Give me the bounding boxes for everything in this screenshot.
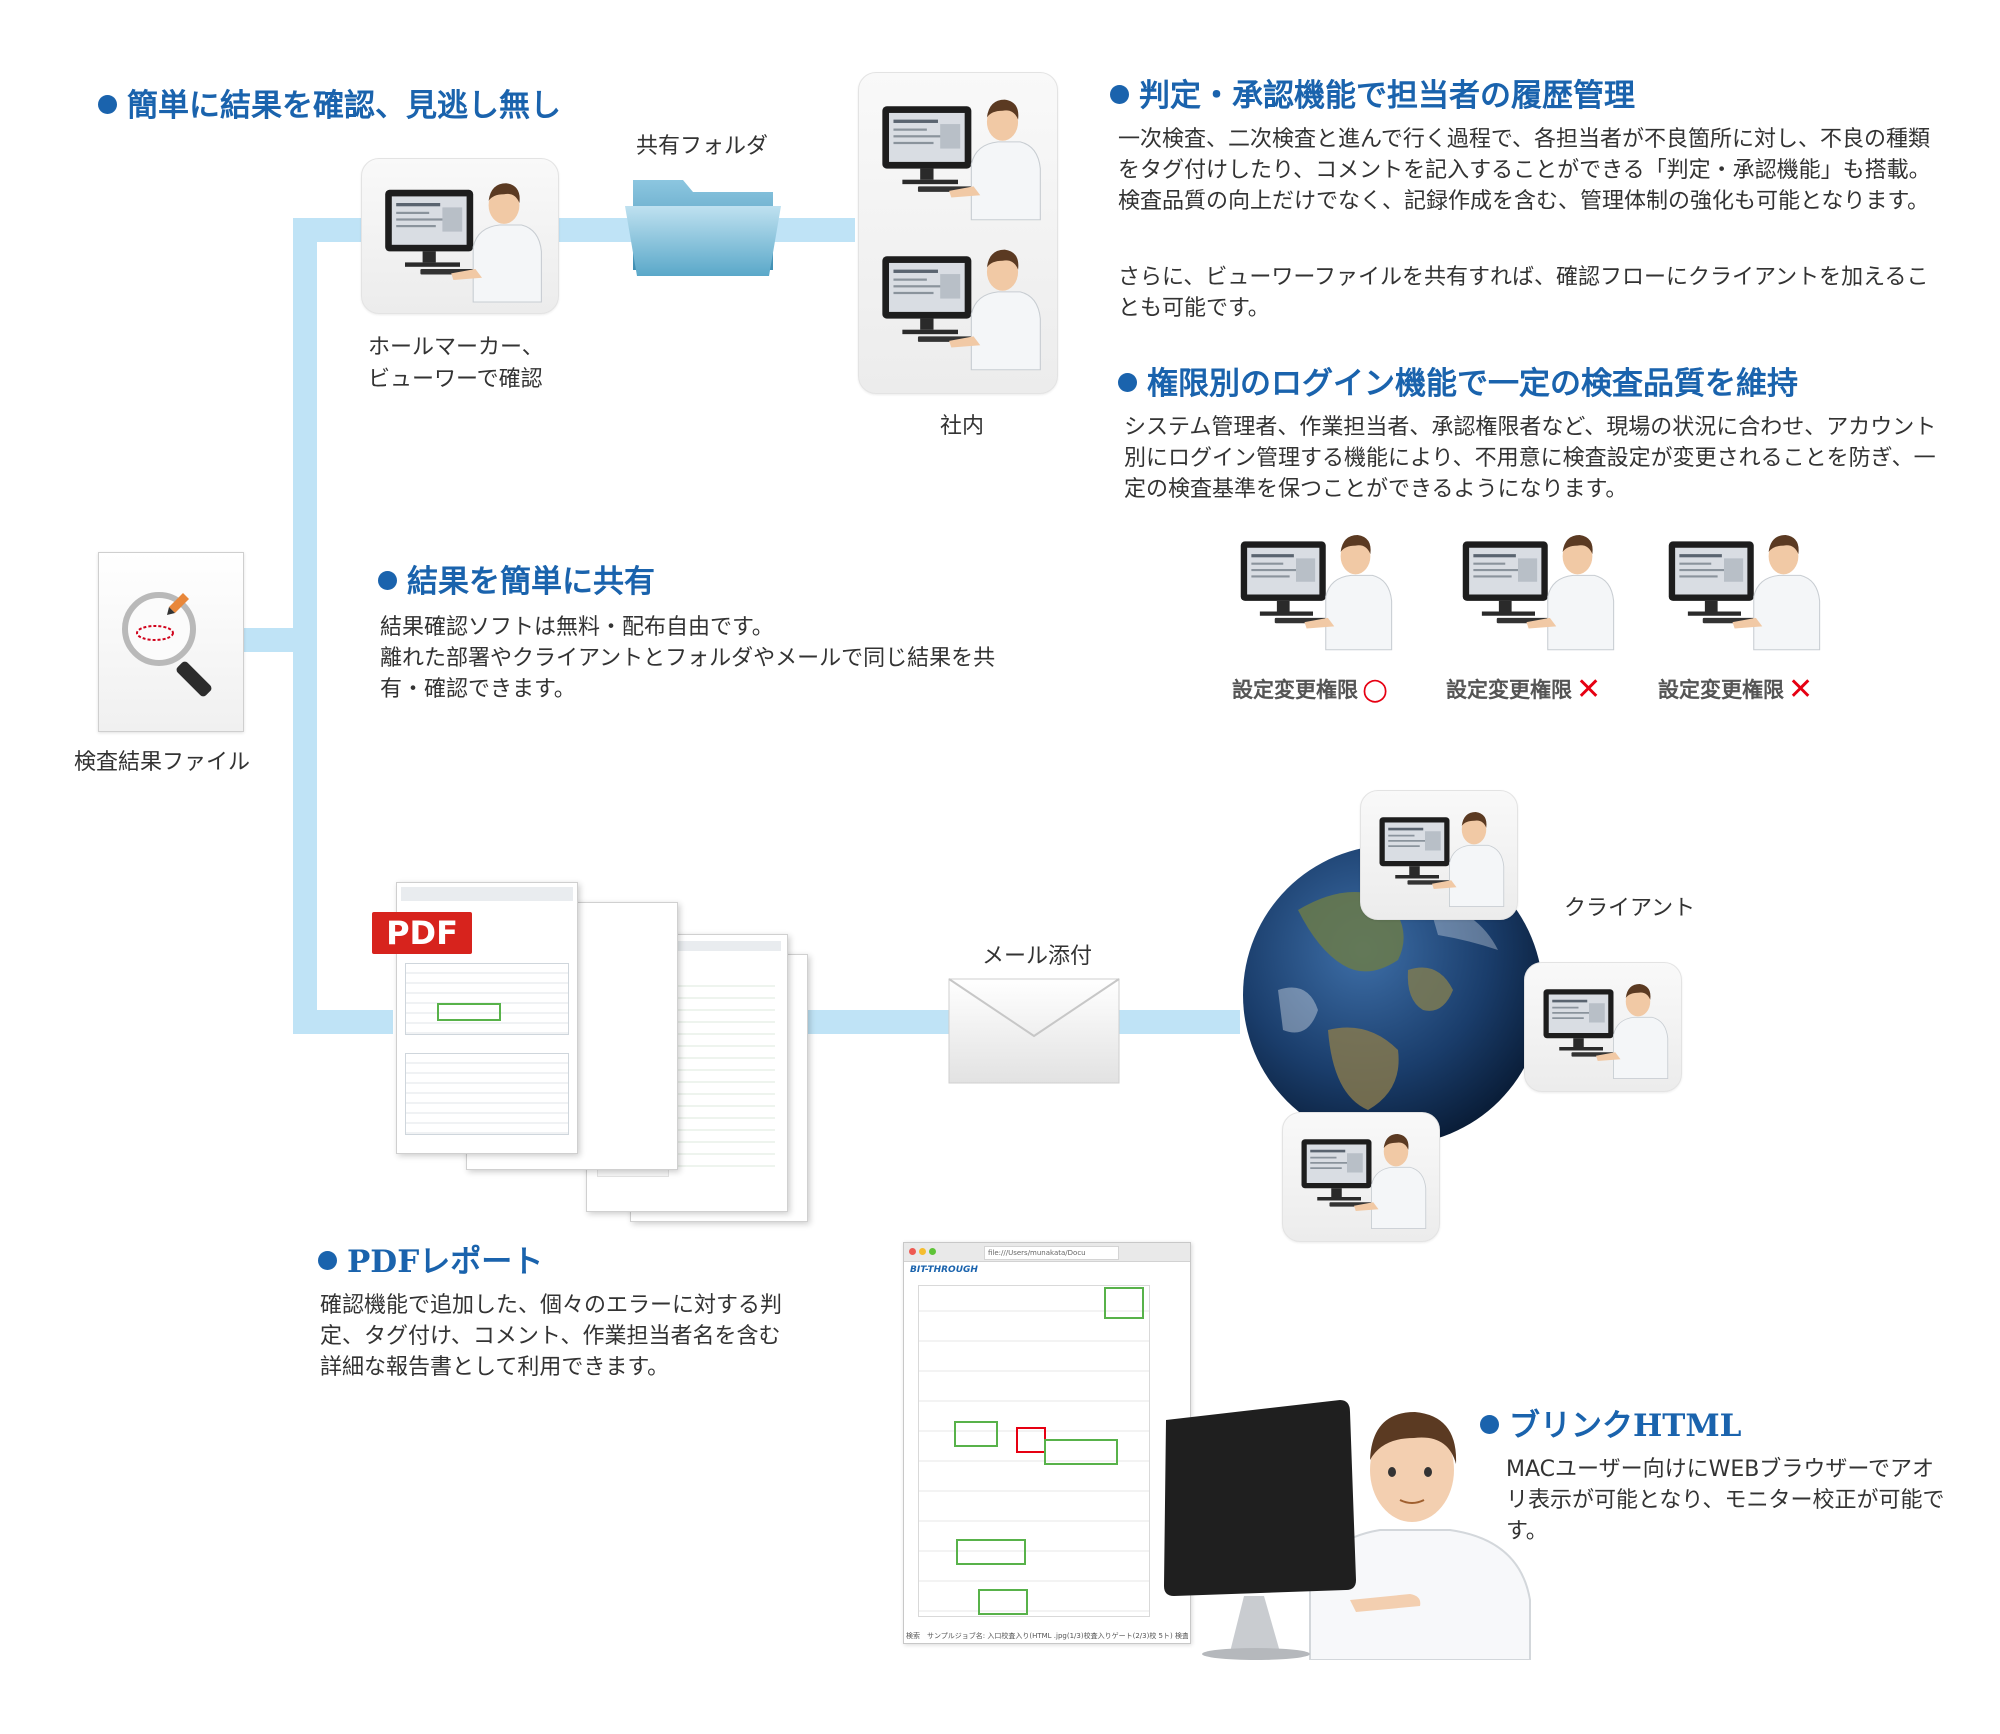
- envelope-icon: [948, 978, 1120, 1084]
- permission-3: 設定変更権限✕: [1658, 672, 1813, 707]
- highlight-box: [954, 1421, 998, 1447]
- pdf-body: 確認機能で追加した、個々のエラーに対する判定、タグ付け、コメント、作業担当者名を…: [320, 1293, 783, 1380]
- heading-check-text: 簡単に結果を確認、見逃し無し: [127, 88, 561, 124]
- highlight-box: [1016, 1427, 1046, 1453]
- operator-at-monitor-icon: [1291, 1121, 1431, 1231]
- heading-approval-text: 判定・承認機能で担当者の履歴管理: [1139, 78, 1635, 114]
- operator-at-monitor-icon: [1656, 520, 1826, 652]
- minimize-icon[interactable]: [919, 1248, 926, 1255]
- heading-check: 簡単に結果を確認、見逃し無し: [98, 80, 561, 125]
- highlight-box: [1044, 1439, 1118, 1465]
- browser-brand: BIT-THROUGH: [910, 1265, 978, 1275]
- bullet-icon: [98, 95, 117, 114]
- operator-at-monitor-icon: [1450, 520, 1620, 652]
- close-icon[interactable]: [909, 1248, 916, 1255]
- browser-toolbar: file:///Users/munakata/Docu: [904, 1243, 1190, 1262]
- heading-share-text: 結果を簡単に共有: [407, 564, 655, 600]
- permission-label: 設定変更権限: [1232, 678, 1358, 702]
- approval-body-1: 一次検査、二次検査と進んで行く過程で、各担当者が不良箇所に対し、不良の種類をタグ…: [1118, 127, 1931, 214]
- result-file-card: [98, 552, 244, 732]
- magnifier-icon: [111, 581, 231, 701]
- caption-client: クライアント: [1564, 896, 1696, 921]
- highlight-box: [978, 1589, 1028, 1615]
- globe-icon: [1243, 845, 1543, 1145]
- caption-mail: メール添付: [982, 944, 1093, 969]
- heading-approval: 判定・承認機能で担当者の履歴管理: [1110, 70, 1635, 115]
- bullet-icon: [1110, 85, 1129, 104]
- caption-viewer: ホールマーカー、 ビューワーで確認: [368, 335, 544, 392]
- login-body: システム管理者、作業担当者、承認権限者など、現場の状況に合わせ、アカウント別にロ…: [1124, 415, 1937, 502]
- connector-pdf-to-mail: [800, 1010, 950, 1034]
- highlight-box: [956, 1539, 1026, 1565]
- operator-at-monitor-icon: [869, 83, 1047, 223]
- heading-pdf-text: PDFレポート: [347, 1244, 544, 1280]
- connector-vertical: [293, 218, 317, 1034]
- caption-result-file: 検査結果ファイル: [74, 750, 251, 775]
- heading-share: 結果を簡単に共有: [378, 556, 655, 601]
- ng-mark-icon: ✕: [1576, 672, 1602, 707]
- caption-in-house: 社内: [940, 414, 985, 439]
- permission-1: 設定変更権限○: [1232, 672, 1388, 707]
- heading-html-text: ブリンクHTML: [1509, 1408, 1742, 1444]
- person-at-monitor-icon: [1164, 1400, 1531, 1660]
- operator-at-monitor-icon: [1228, 520, 1398, 652]
- client-card-1: [1360, 790, 1518, 920]
- bullet-icon: [1480, 1415, 1499, 1434]
- html-body: MACユーザー向けにWEBブラウザーでアオリ表示が可能となり、モニター校正が可能…: [1506, 1457, 1945, 1544]
- share-body: 結果確認ソフトは無料・配布自由です。 離れた部署やクライアントとフォルダやメール…: [380, 615, 996, 702]
- heading-html: ブリンクHTML: [1480, 1400, 1741, 1445]
- permission-2: 設定変更権限✕: [1446, 672, 1601, 707]
- heading-login: 権限別のログイン機能で一定の検査品質を維持: [1118, 358, 1798, 403]
- ng-mark-icon: ✕: [1788, 672, 1814, 707]
- folder-icon: [625, 180, 781, 276]
- caption-shared-folder: 共有フォルダ: [636, 134, 769, 159]
- bullet-icon: [1118, 373, 1137, 392]
- heading-login-text: 権限別のログイン機能で一定の検査品質を維持: [1147, 366, 1798, 402]
- heading-pdf: PDFレポート: [318, 1236, 543, 1281]
- operator-at-monitor-icon: [1533, 971, 1673, 1081]
- browser-window: file:///Users/munakata/Docu BIT-THROUGH …: [903, 1242, 1191, 1644]
- bullet-icon: [378, 571, 397, 590]
- permission-label: 設定変更権限: [1446, 678, 1572, 702]
- in-house-card: [858, 72, 1058, 394]
- permission-label: 設定変更権限: [1658, 678, 1784, 702]
- viewer-card: [361, 158, 559, 314]
- browser-status: 検索 サンプルジョブ名: 入口校査入り(HTML .jpg(1/3)校査入りゲー…: [906, 1632, 1188, 1640]
- connector-mail-to-globe: [1115, 1010, 1240, 1034]
- pdf-badge: PDF: [372, 912, 472, 954]
- url-field[interactable]: file:///Users/munakata/Docu: [984, 1246, 1119, 1260]
- ok-mark-icon: ○: [1362, 672, 1389, 707]
- bullet-icon: [318, 1251, 337, 1270]
- pdf-stack: PDF: [372, 882, 820, 1242]
- client-card-2: [1524, 962, 1682, 1092]
- operator-at-monitor-icon: [1369, 799, 1509, 909]
- operator-at-monitor-icon: [372, 169, 548, 303]
- approval-body-2: さらに、ビューワーファイルを共有すれば、確認フローにクライアントを加えることも可…: [1118, 265, 1929, 321]
- operator-at-monitor-icon: [869, 233, 1047, 373]
- connector-to-result-file: [242, 628, 302, 652]
- highlight-box: [1104, 1287, 1144, 1319]
- connector-bottom: [293, 1010, 393, 1034]
- client-card-3: [1282, 1112, 1440, 1242]
- maximize-icon[interactable]: [929, 1248, 936, 1255]
- pdf-page: [396, 882, 578, 1154]
- connector-top: [293, 218, 363, 242]
